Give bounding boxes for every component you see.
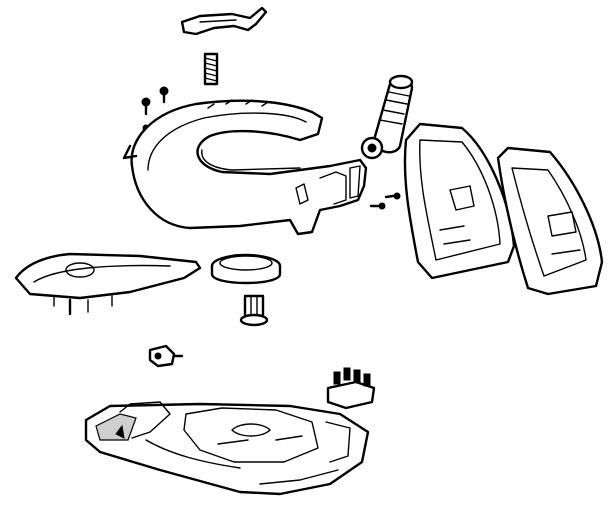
screw-icon (141, 97, 151, 116)
screw-icon (369, 202, 386, 210)
valve-part (239, 294, 269, 327)
handle-body-part (122, 99, 368, 236)
spring-part (203, 52, 219, 86)
spray-nozzle-part (360, 74, 414, 160)
thermostat-part (148, 344, 184, 368)
screw-icon (384, 192, 401, 200)
terminal-block-part (326, 367, 376, 410)
round-seal-part (210, 253, 282, 285)
water-tank-cover-part (180, 6, 268, 36)
rear-cover-outer-part (403, 122, 516, 280)
rear-cover-inner-part (496, 146, 604, 296)
soleplate-base-part (84, 401, 370, 496)
steam-chamber-part (14, 252, 202, 316)
screw-icon (159, 86, 169, 104)
